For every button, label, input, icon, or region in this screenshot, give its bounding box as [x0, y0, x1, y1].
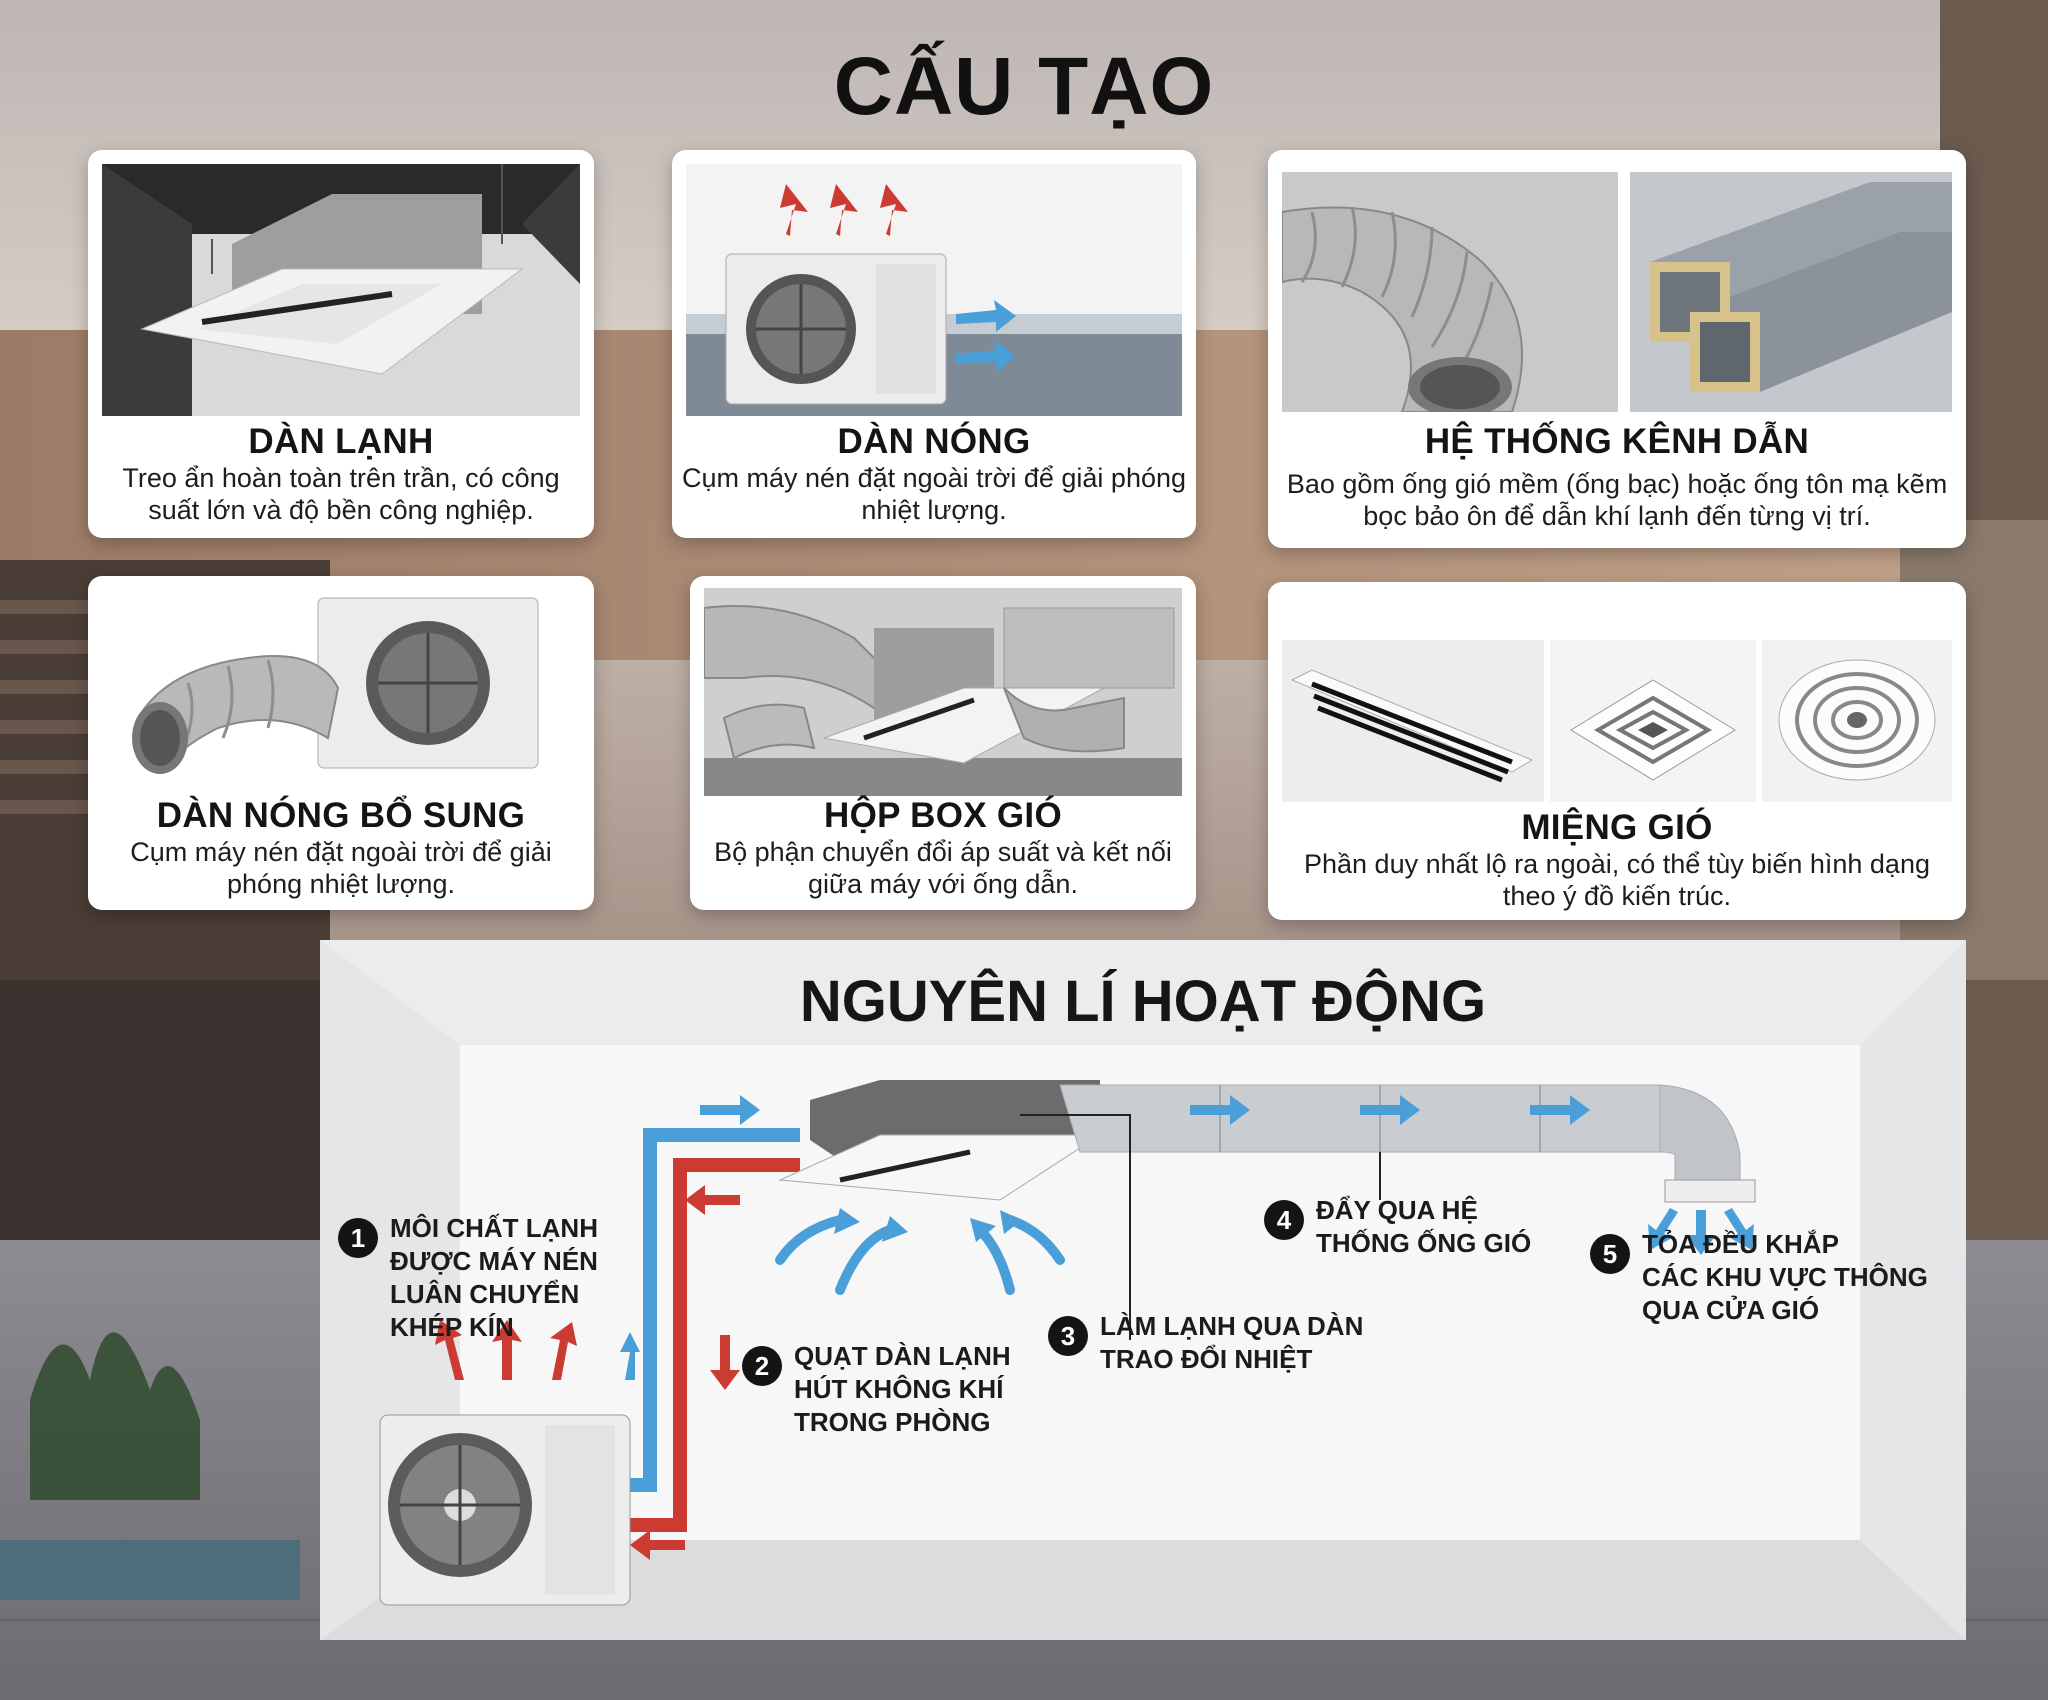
step-text: QUẠT DÀN LẠNH HÚT KHÔNG KHÍ TRONG PHÒNG: [794, 1341, 1011, 1437]
square-diffuser-image: [1550, 640, 1756, 802]
step-text: MÔI CHẤT LẠNH ĐƯỢC MÁY NÉN LUÂN CHUYỂN K…: [390, 1213, 598, 1342]
component-description: Cụm máy nén đặt ngoài trời để giải phóng…: [682, 463, 1187, 525]
component-description: Cụm máy nén đặt ngoài trời để giải phóng…: [130, 837, 552, 899]
outdoor-unit-with-duct-image: [128, 588, 554, 778]
component-title: DÀN NÓNG: [837, 422, 1031, 461]
galvanized-duct-image: [1630, 172, 1952, 412]
card-dan-nong-bo-sung: DÀN NÓNG BỔ SUNG Cụm máy nén đặt ngoài t…: [88, 576, 594, 910]
step-5: 5 TỎA ĐỀU KHẮP CÁC KHU VỰC THÔNG QUA CỬA…: [1590, 1228, 1928, 1327]
card-hop-box-gio: HỘP BOX GIÓ Bộ phận chuyển đổi áp suất v…: [690, 576, 1196, 910]
flexible-duct-image: [1282, 172, 1618, 412]
step-2: 2 QUẠT DÀN LẠNH HÚT KHÔNG KHÍ TRONG PHÒN…: [742, 1340, 1011, 1439]
linear-grille-image: [1282, 640, 1544, 802]
step-number: 3: [1048, 1316, 1088, 1356]
cassette-unit-graphic: [778, 1080, 1102, 1201]
principle-diagram: NGUYÊN LÍ HOẠT ĐỘNG 1 MÔI CHẤT LẠNH ĐƯỢC…: [320, 940, 1966, 1640]
step-number: 4: [1264, 1200, 1304, 1240]
cassette-indoor-unit-image: [102, 164, 580, 416]
step-text: ĐẨY QUA HỆ THỐNG ỐNG GIÓ: [1316, 1195, 1532, 1258]
step-text: LÀM LẠNH QUA DÀN TRAO ĐỔI NHIỆT: [1100, 1311, 1364, 1374]
card-mieng-gio: MIỆNG GIÓ Phần duy nhất lộ ra ngoài, có …: [1268, 582, 1966, 920]
page-title: CẤU TẠO: [833, 41, 1215, 132]
component-title: DÀN LẠNH: [248, 422, 434, 461]
component-description: Bộ phận chuyển đổi áp suất và kết nối gi…: [714, 837, 1172, 899]
component-description: Bao gồm ống gió mềm (ống bạc) hoặc ống t…: [1286, 469, 1948, 531]
step-1: 1 MÔI CHẤT LẠNH ĐƯỢC MÁY NÉN LUÂN CHUYỂN…: [338, 1212, 598, 1344]
card-dan-nong: DÀN NÓNG Cụm máy nén đặt ngoài trời để g…: [672, 150, 1196, 538]
step-3: 3 LÀM LẠNH QUA DÀN TRAO ĐỔI NHIỆT: [1048, 1310, 1363, 1376]
component-description: Treo ẩn hoàn toàn trên trần, có công suấ…: [122, 463, 560, 525]
outdoor-unit-image: [686, 164, 1182, 416]
outdoor-unit-graphic: [379, 1414, 631, 1606]
step-number: 5: [1590, 1234, 1630, 1274]
step-number: 2: [742, 1346, 782, 1386]
component-title: HỘP BOX GIÓ: [824, 796, 1062, 835]
step-4: 4 ĐẨY QUA HỆ THỐNG ỐNG GIÓ: [1264, 1194, 1531, 1260]
room-illustration: [320, 940, 1966, 1640]
component-title: HỆ THỐNG KÊNH DẪN: [1424, 422, 1810, 461]
principle-title: NGUYÊN LÍ HOẠT ĐỘNG: [799, 969, 1487, 1034]
card-dan-lanh: DÀN LẠNH Treo ẩn hoàn toàn trên trần, có…: [88, 150, 594, 538]
component-description: Phần duy nhất lộ ra ngoài, có thể tùy bi…: [1304, 849, 1930, 911]
round-diffuser-image: [1762, 640, 1952, 802]
step-number: 1: [338, 1218, 378, 1258]
duct-graphic: [1059, 1084, 1756, 1203]
component-title: MIỆNG GIÓ: [1521, 808, 1713, 847]
air-box-image: [704, 588, 1182, 796]
card-he-thong-kenh-dan: HỆ THỐNG KÊNH DẪN Bao gồm ống gió mềm (ố…: [1268, 150, 1966, 548]
step-text: TỎA ĐỀU KHẮP CÁC KHU VỰC THÔNG QUA CỬA G…: [1642, 1229, 1928, 1325]
component-title: DÀN NÓNG BỔ SUNG: [156, 796, 526, 835]
